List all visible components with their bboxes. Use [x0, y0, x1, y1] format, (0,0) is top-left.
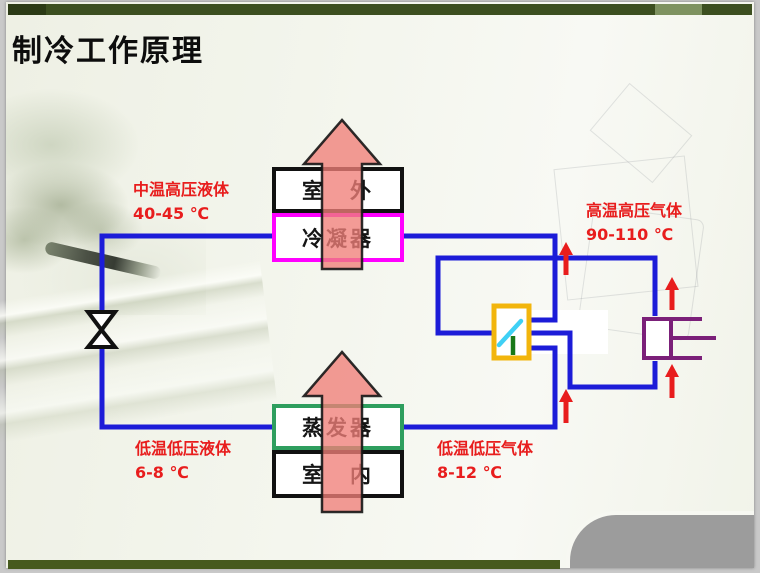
label-temp: 90-110 ℃ [586, 225, 674, 244]
flow-up-arrow-from-evaporator [559, 389, 573, 423]
label-temp: 6-8 ℃ [135, 463, 189, 482]
pipe-condenser-to-valve [404, 233, 558, 323]
compressor-cylinder [642, 317, 673, 360]
title-bar [8, 4, 752, 15]
bottom-right-corner-shape [566, 511, 754, 568]
pipe-compressor-suction [528, 330, 658, 390]
label-low-temp-low-pressure-liquid: 低温低压液体 6-8 ℃ [135, 437, 231, 485]
expansion-valve-bottom-triangle [83, 326, 120, 349]
label-text: 高温高压气体 [586, 201, 683, 220]
label-text: 低温低压液体 [135, 439, 232, 458]
flow-up-arrow-compressor-discharge [665, 277, 679, 310]
flow-up-arrow-compressor-suction [665, 364, 679, 398]
label-medium-temp-high-pressure-liquid: 中温高压液体 40-45 ℃ [133, 178, 229, 226]
label-text: 中温高压液体 [133, 180, 230, 199]
airflow-up-arrow-evaporator [301, 350, 383, 514]
title-bar-accent-left [8, 4, 46, 15]
title-bar-accent-right [655, 4, 702, 15]
four-way-valve-icon [491, 303, 532, 361]
slide-title: 制冷工作原理 [12, 34, 204, 69]
footer-bar [8, 560, 560, 569]
flow-up-arrow-to-condenser [559, 242, 573, 275]
pipe-compressor-discharge [435, 255, 658, 336]
label-low-temp-low-pressure-gas: 低温低压气体 8-12 ℃ [437, 437, 533, 485]
expansion-valve-icon [83, 310, 120, 349]
label-high-temp-high-pressure-gas: 高温高压气体 90-110 ℃ [586, 199, 682, 247]
label-temp: 8-12 ℃ [437, 463, 502, 482]
airflow-up-arrow-condenser [301, 118, 383, 271]
compressor-icon [642, 317, 716, 360]
label-temp: 40-45 ℃ [133, 204, 210, 223]
valve-slider-icon [496, 318, 524, 348]
expansion-valve-top-triangle [84, 310, 119, 334]
label-text: 低温低压气体 [437, 439, 534, 458]
pipe-evaporator-to-valve [404, 345, 558, 430]
flow-direction-arrows [559, 242, 679, 423]
